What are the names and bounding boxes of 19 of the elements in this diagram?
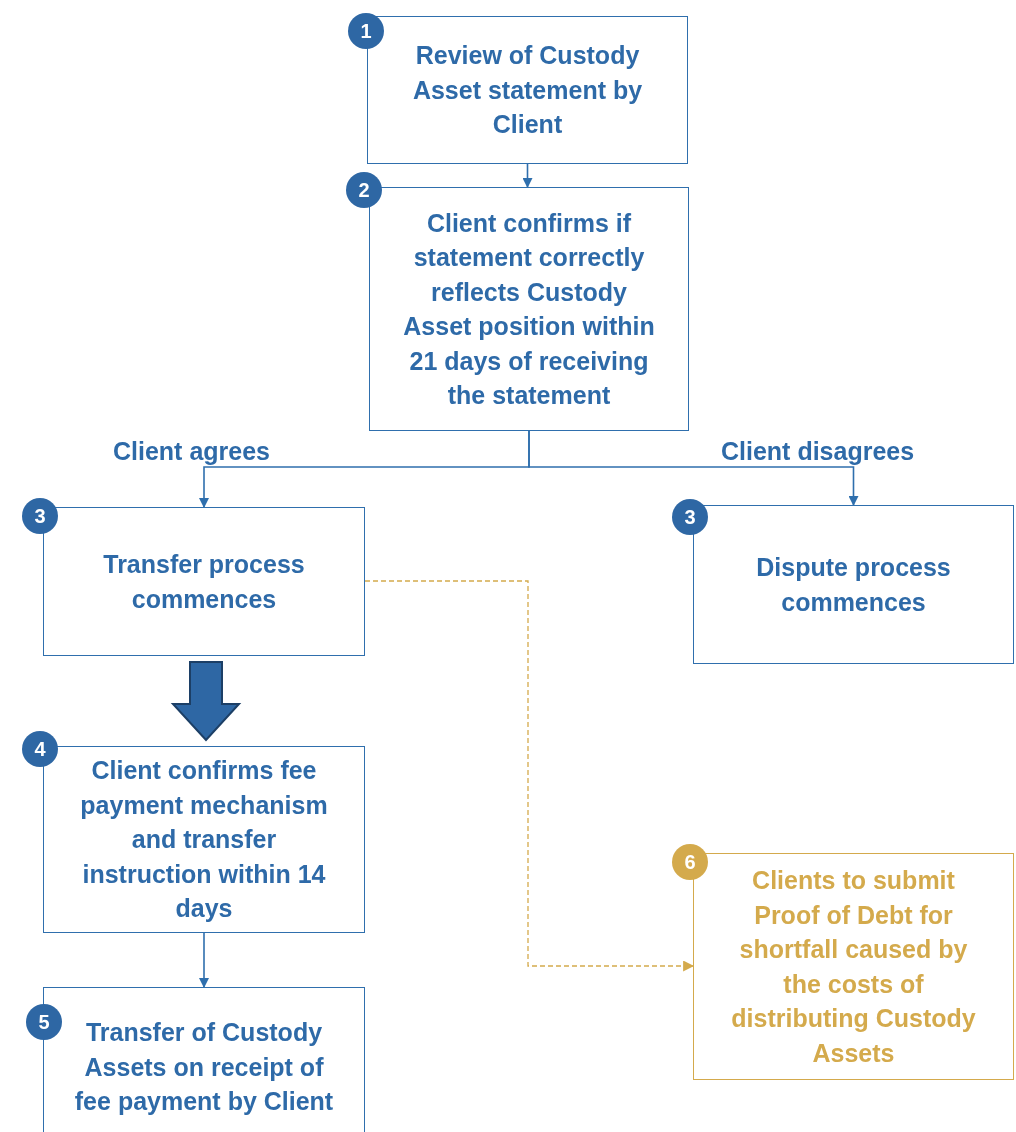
step-number-badge: 1 (348, 13, 384, 49)
step-number-badge: 6 (672, 844, 708, 880)
step-number-badge: 3 (22, 498, 58, 534)
block-arrow (170, 661, 242, 742)
step-text: Client confirms if statement correctly reflects Custody Asset position within 21 days of receiving the statement (402, 207, 656, 411)
step-text: Dispute process commences (755, 552, 952, 618)
step-text: Client confirms fee payment mechanism and transfer instruction within 14 days (79, 755, 329, 925)
step-number-badge: 3 (672, 499, 708, 535)
step-number-badge: 2 (346, 172, 382, 208)
arrow (522, 163, 533, 188)
step-text: Transfer process commences (102, 549, 306, 615)
step-text: Clients to submit Proof of Debt for shortfall caused by the costs of distributing Custody Assets (730, 865, 977, 1069)
step-number-badge: 5 (26, 1004, 62, 1040)
arrow (364, 580, 695, 972)
step-number-badge: 4 (22, 731, 58, 767)
arrow (528, 430, 859, 506)
step-text: Review of Custody Asset statement by Client (411, 40, 644, 141)
arrow (199, 932, 209, 988)
step-text: Transfer of Custody Assets on receipt of fee payment by Client (73, 1017, 335, 1118)
